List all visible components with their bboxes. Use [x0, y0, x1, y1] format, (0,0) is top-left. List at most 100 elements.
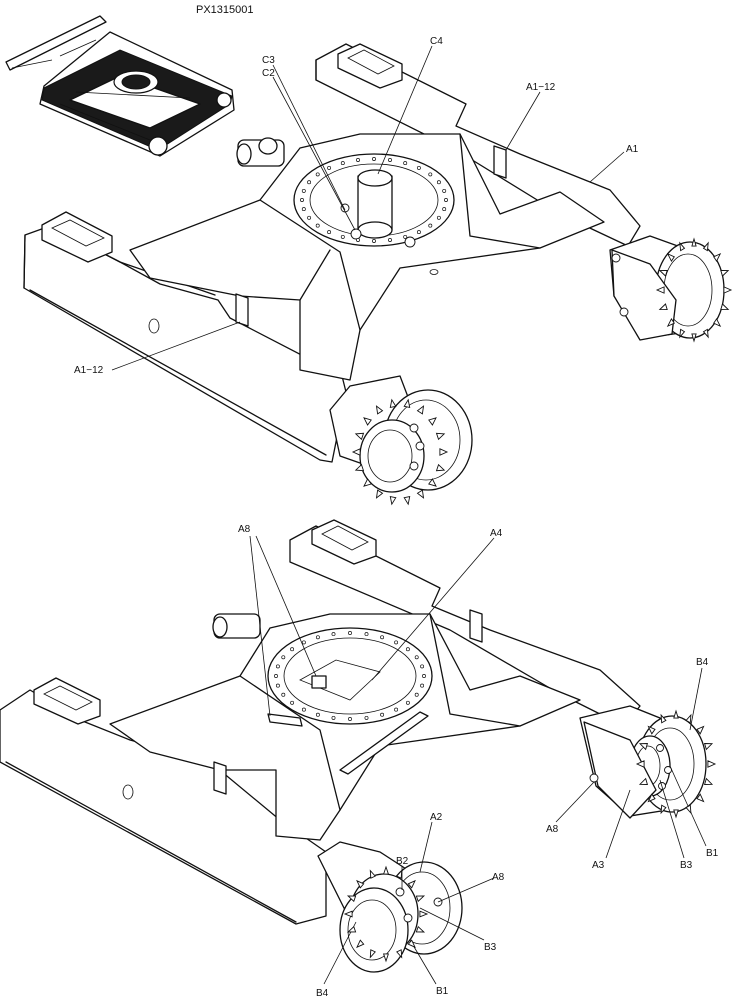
bolt-hole [420, 683, 425, 688]
sprocket-tooth [658, 303, 668, 311]
sprocket-tooth [415, 895, 426, 903]
bolt-hole [307, 180, 312, 185]
label-bot-a4: A4 [490, 528, 503, 539]
bolt-hole [380, 635, 385, 640]
sprocket-tooth [679, 241, 686, 252]
sprocket-tooth [351, 448, 361, 456]
bolt-hole [405, 647, 410, 652]
bolt-hole [301, 640, 306, 645]
sprocket-tooth [666, 252, 675, 262]
label-top-c2: C2 [262, 68, 275, 79]
bolt-hole [414, 655, 419, 660]
sprocket-tooth [666, 318, 675, 328]
sprocket-tooth [419, 910, 429, 918]
bolt-hole [327, 165, 332, 170]
bolt-hole [416, 165, 421, 170]
bolt-hole [394, 707, 399, 712]
sprocket-tooth [346, 895, 357, 903]
sprocket-tooth [435, 463, 446, 472]
label-top-c4: C4 [430, 36, 443, 47]
sprocket-tooth [428, 417, 437, 426]
bolt-hole [331, 632, 336, 637]
bolt-hole [275, 664, 280, 669]
bolt-hole [442, 188, 447, 193]
sprocket-tooth [415, 925, 426, 933]
sprocket-tooth [720, 303, 730, 311]
bolt-hole [356, 238, 360, 242]
label-bot-b1-right: B1 [706, 848, 719, 859]
bolt-hole [444, 198, 448, 202]
label-bot-a8-lower: A8 [492, 872, 505, 883]
bolt-hole [422, 674, 426, 678]
sprocket-tooth [685, 804, 692, 815]
bolt-hole [388, 238, 392, 242]
sprocket-tooth [354, 463, 365, 472]
sprocket-tooth [407, 879, 416, 889]
sprocket-tooth [389, 398, 397, 408]
label-bot-a8-top: A8 [238, 524, 251, 535]
sprocket-tooth [439, 448, 449, 456]
sprocket-tooth [673, 809, 679, 819]
bolt-hole [340, 161, 345, 166]
sprocket-tooth [696, 725, 705, 735]
sprocket-tooth [382, 865, 390, 875]
bolt-hole [414, 692, 419, 697]
bolt-hole [340, 234, 345, 239]
bolt-hole [315, 635, 320, 640]
label-bot-b3-right: B3 [680, 860, 693, 871]
bolt-hole [380, 712, 385, 717]
sprocket-tooth [343, 910, 353, 918]
label-top-c3: C3 [262, 55, 275, 66]
sprocket-tooth [655, 286, 665, 294]
sprocket-tooth [723, 286, 733, 294]
top-undercarriage-frame [23, 43, 725, 493]
sprocket-tooth [396, 949, 403, 959]
sprocket-teeth [343, 237, 733, 963]
sprocket-tooth [369, 949, 376, 959]
bottom-undercarriage-frame [0, 519, 707, 973]
sprocket-tooth [638, 743, 649, 751]
bolt-hole [356, 158, 360, 162]
sprocket-tooth [375, 489, 384, 499]
bolt-hole [315, 223, 320, 228]
label-bot-b4-right: B4 [696, 657, 709, 668]
bolt-hole [364, 632, 369, 637]
sprocket-tooth [375, 405, 384, 415]
sprocket-tooth [407, 939, 416, 949]
bolt-hole [403, 161, 408, 166]
sprocket-tooth [702, 328, 709, 339]
sprocket-tooth [679, 328, 686, 339]
bolt-hole [372, 157, 376, 161]
sprocket-tooth [635, 760, 645, 768]
bolt-hole [275, 683, 280, 688]
sprocket-tooth [685, 713, 692, 724]
bolt-hole [290, 647, 295, 652]
sprocket-tooth [702, 241, 709, 252]
bolt-hole [405, 700, 410, 705]
bolt-hole [290, 700, 295, 705]
sprocket-tooth [691, 237, 697, 247]
sprocket-tooth [363, 478, 372, 487]
bolt-hole [403, 234, 408, 239]
bolt-hole [301, 207, 306, 212]
sprocket-tooth [356, 939, 365, 949]
bolt-hole [436, 215, 441, 220]
sprocket-tooth [356, 879, 365, 889]
sprocket-tooth [638, 777, 649, 785]
bolt-hole [428, 223, 433, 228]
bolt-hole [348, 717, 352, 721]
bolt-hole [372, 239, 376, 243]
sprocket-tooth [346, 925, 357, 933]
sprocket-tooth [369, 869, 376, 879]
label-bot-a3: A3 [592, 860, 605, 871]
bolt-hole [281, 655, 286, 660]
sprocket-tooth [382, 953, 390, 963]
label-bot-b2: B2 [396, 856, 409, 867]
bolt-hole [394, 640, 399, 645]
bottom-leader-lines [249, 535, 707, 985]
sprocket-tooth [647, 725, 656, 735]
sprocket-tooth [435, 432, 446, 441]
label-bot-b1-lower: B1 [436, 986, 449, 997]
